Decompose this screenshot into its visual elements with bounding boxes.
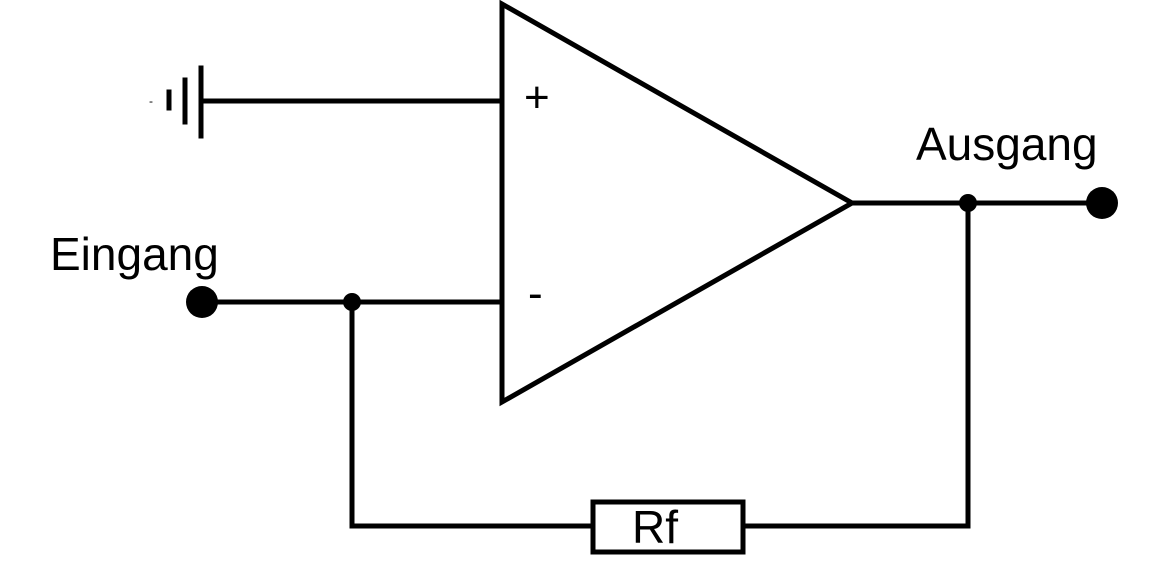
- resistor-label: Rf: [632, 501, 678, 553]
- feedback-wire-right: [740, 200, 971, 529]
- input-terminal: [186, 286, 218, 318]
- input-label: Eingang: [50, 228, 219, 280]
- output-label: Ausgang: [916, 118, 1098, 170]
- input-junction-dot: [343, 293, 361, 311]
- op-amp-triangle: [499, 0, 858, 407]
- output-junction-dot: [959, 194, 977, 212]
- feedback-resistor: [590, 499, 746, 555]
- noninverting-pin-label: +: [524, 73, 550, 122]
- feedback-wire-left: [349, 299, 596, 529]
- ground-symbol: -: [149, 65, 204, 139]
- output-terminal: [1086, 187, 1118, 219]
- inverting-pin-label: -: [528, 269, 543, 318]
- ground-sign-label: -: [149, 94, 153, 108]
